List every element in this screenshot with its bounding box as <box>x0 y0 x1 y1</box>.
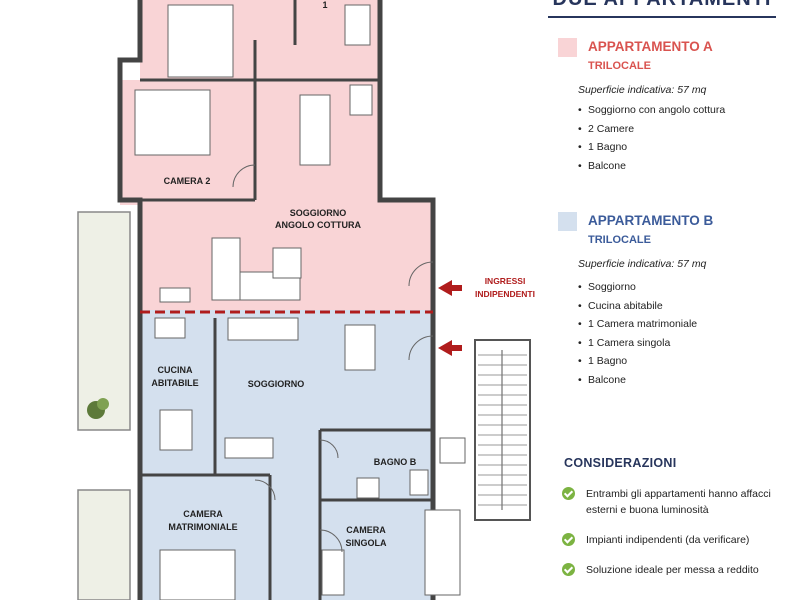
entrance-label: INGRESSI <box>485 276 526 286</box>
apartment-b-area-text: Superficie indicativa: 57 mq <box>578 258 707 270</box>
list-item: 1 Bagno <box>578 352 697 371</box>
consideration-text: Soluzione ideale per messa a reddito <box>586 564 759 576</box>
room-label-camera-singola: CAMERA <box>346 525 386 535</box>
page-title: DUE APPARTAMENTI <box>548 0 776 11</box>
furniture-apt-a <box>134 4 373 303</box>
check-icon <box>562 563 575 576</box>
list-item: Soggiorno con angolo cottura <box>578 101 725 120</box>
entrance-arrows <box>438 280 462 356</box>
room-label-singola: SINGOLA <box>345 538 387 548</box>
considerations-title: CONSIDERAZIONI <box>564 456 677 470</box>
apartment-b-type: TRILOCALE <box>588 234 651 246</box>
legend-panel: DUE APPARTAMENTI APPARTAMENTO A TRILOCAL… <box>548 0 800 600</box>
list-item: Cucina abitabile <box>578 297 697 316</box>
list-item: Entrambi gli appartamenti hanno affacci … <box>562 486 792 518</box>
room-label-camera-2: CAMERA 2 <box>164 176 211 186</box>
check-icon <box>562 487 575 500</box>
balcony <box>77 211 131 600</box>
room-label-soggiorno-a: SOGGIORNO <box>290 208 347 218</box>
list-item: 2 Camere <box>578 120 725 139</box>
apartment-a-swatch <box>558 38 577 57</box>
walls <box>117 0 436 600</box>
room-label-soggiorno-b: SOGGIORNO <box>248 379 305 389</box>
list-item: 1 Camera singola <box>578 334 697 353</box>
apartment-a-type: TRILOCALE <box>588 60 651 72</box>
list-item: Balcone <box>578 371 697 390</box>
room-label-bagno-b: BAGNO B <box>374 457 417 467</box>
apartment-a-area-text: Superficie indicativa: 57 mq <box>578 84 707 96</box>
list-item: Soggiorno <box>578 278 697 297</box>
room-label-matrimoniale: MATRIMONIALE <box>168 522 237 532</box>
apartment-b-name: APPARTAMENTO B <box>588 213 714 228</box>
furniture-apt-b <box>154 317 466 600</box>
room-label-abitabile: ABITABILE <box>151 378 198 388</box>
doors <box>232 164 434 553</box>
check-icon <box>562 533 575 546</box>
considerations-list: Entrambi gli appartamenti hanno affacci … <box>562 486 792 578</box>
room-label-cucina: CUCINA <box>158 365 193 375</box>
list-item: Impianti indipendenti (da verificare) <box>562 532 792 548</box>
apartment-b-swatch <box>558 212 577 231</box>
room-label-angolo-cottura: ANGOLO COTTURA <box>275 220 361 230</box>
apartment-a-features: Soggiorno con angolo cottura 2 Camere 1 … <box>578 101 725 175</box>
staircase <box>474 339 531 521</box>
consideration-text: Impianti indipendenti (da verificare) <box>586 534 750 546</box>
list-item: 1 Bagno <box>578 138 725 157</box>
entrance-label-2: INDIPENDENTI <box>475 289 535 299</box>
consideration-text: Entrambi gli appartamenti hanno affacci … <box>586 488 771 516</box>
title-underline <box>548 16 776 18</box>
list-item: 1 Camera matrimoniale <box>578 315 697 334</box>
apartment-a-name: APPARTAMENTO A <box>588 39 713 54</box>
room-label-bagno-a: 1 <box>322 0 327 10</box>
list-item: Balcone <box>578 157 725 176</box>
room-label-camera-matrimoniale: CAMERA <box>183 509 223 519</box>
list-item: Soluzione ideale per messa a reddito <box>562 562 792 578</box>
apartment-b-features: Soggiorno Cucina abitabile 1 Camera matr… <box>578 278 697 389</box>
